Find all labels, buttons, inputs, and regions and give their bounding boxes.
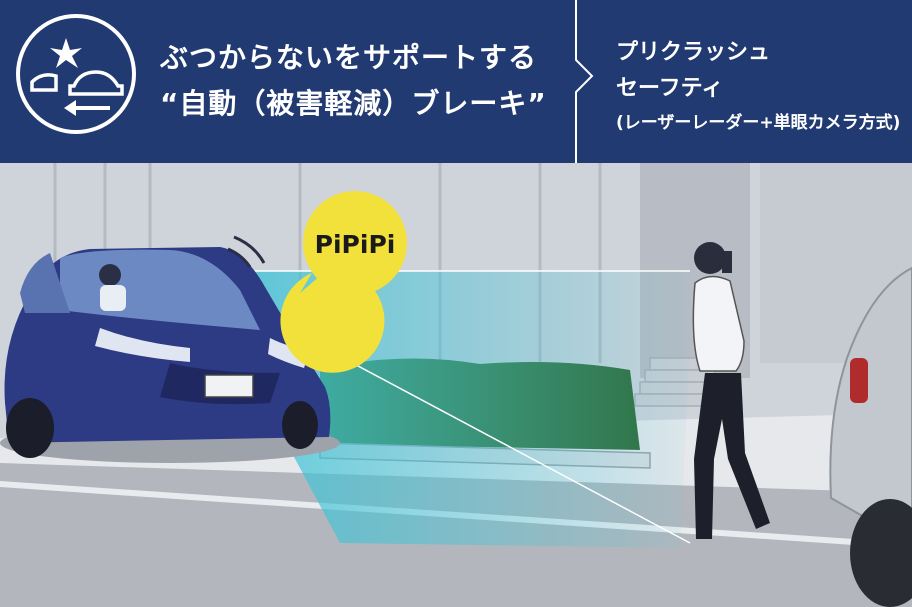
system-type-label: (レーザーレーダー+単眼カメラ方式): [616, 113, 901, 133]
system-name-line-2: セーフティ: [616, 76, 724, 101]
pedestrian: [692, 242, 770, 539]
header-divider: [575, 0, 594, 163]
title-line-2: “自動（被害軽減）ブレーキ”: [160, 87, 547, 120]
alert-sound-text: PiPiPi: [315, 230, 396, 259]
collision-avoidance-icon: [16, 14, 136, 134]
system-name-line-1: プリクラッシュ: [616, 40, 771, 65]
title-line-1: ぶつからないをサポートする: [160, 41, 538, 74]
car: [0, 235, 340, 463]
street-scene: PiPiPi: [0, 163, 912, 607]
parked-car: [829, 266, 912, 607]
header-banner: ぶつからないをサポートする “自動（被害軽減）ブレーキ” プリクラッシュ セーフ…: [0, 0, 912, 163]
alert-bubble: PiPiPi: [280, 191, 407, 373]
